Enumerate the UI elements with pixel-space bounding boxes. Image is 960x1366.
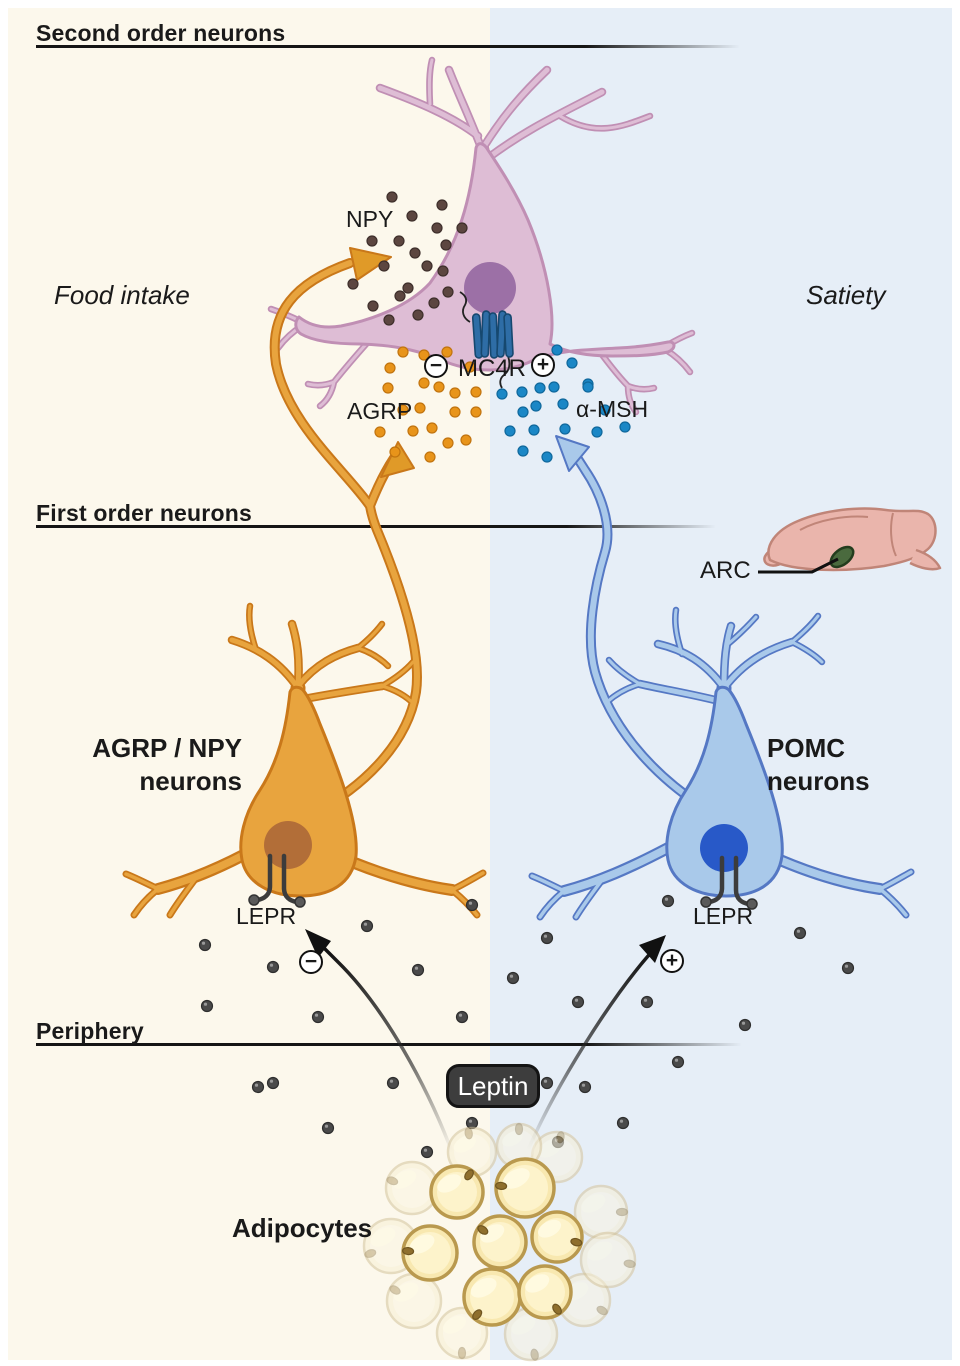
npy-label: NPY (346, 206, 394, 232)
adipocytes-label: Adipocytes (232, 1213, 373, 1243)
leptin-inhibition-sign: − (299, 950, 323, 974)
arc-label: ARC (700, 557, 751, 584)
section-header-first-order: First order neurons (36, 500, 252, 526)
mc4r-label: MC4R (458, 355, 527, 382)
leptin-activation-sign: + (660, 949, 684, 973)
alpha-msh-label: α-MSH (576, 396, 649, 422)
agrp-label: AGRP (347, 398, 413, 424)
pomc-neurons-label: POMC neurons (767, 732, 870, 798)
lepr-label-agrp: LEPR (236, 903, 297, 929)
section-header-second-order: Second order neurons (36, 20, 286, 46)
mc4r-activation-sign: + (531, 353, 555, 377)
pomc-label-line1: POMC (767, 733, 845, 763)
food-intake-background (8, 8, 490, 1360)
satiety-background (490, 8, 952, 1360)
satiety-label: Satiety (806, 280, 886, 310)
leptin-pill: Leptin (446, 1064, 540, 1108)
agrp-npy-label-line1: AGRP / NPY (92, 733, 242, 763)
lepr-label-pomc: LEPR (693, 903, 754, 929)
agrp-npy-neurons-label: AGRP / NPY neurons (40, 732, 242, 798)
food-intake-label: Food intake (54, 280, 190, 310)
section-header-periphery: Periphery (36, 1018, 144, 1044)
mc4r-inhibition-sign: − (424, 354, 448, 378)
pomc-label-line2: neurons (767, 766, 870, 796)
agrp-npy-label-line2: neurons (139, 766, 242, 796)
second-order-divider (36, 45, 740, 48)
